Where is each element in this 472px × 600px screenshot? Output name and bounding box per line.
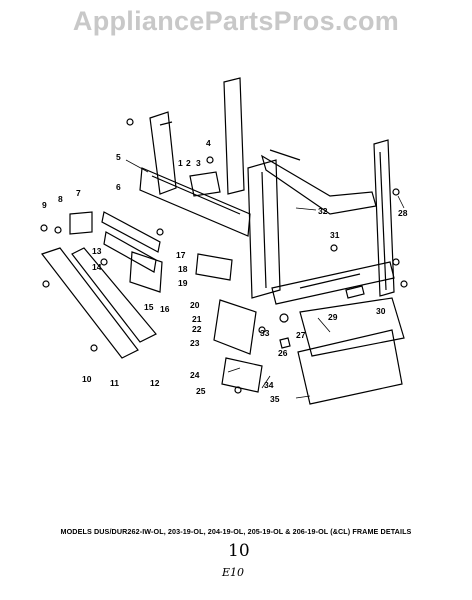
callout: 30 (376, 306, 386, 316)
callout: 34 (264, 380, 274, 390)
part-clip-26 (279, 337, 291, 349)
part-panel-34 (299, 297, 405, 357)
callout: 20 (190, 300, 200, 310)
callout: 6 (116, 182, 121, 192)
callout: 12 (150, 378, 160, 388)
part-bracket-18 (195, 253, 233, 281)
part-channel-6 (101, 211, 161, 253)
page-number: 10 (228, 541, 250, 561)
callout: 35 (270, 394, 280, 404)
callout: 4 (206, 138, 211, 148)
callout: 24 (190, 370, 200, 380)
part-screw-left (42, 280, 50, 288)
callout: 23 (190, 338, 200, 348)
callout: 25 (196, 386, 206, 396)
callout: 10 (82, 374, 92, 384)
callout: 31 (330, 230, 340, 240)
part-screw-9 (40, 224, 48, 232)
callout: 32 (318, 206, 328, 216)
part-screw-28a (392, 188, 400, 196)
part-screw-25 (234, 386, 242, 394)
part-screw-10 (90, 344, 98, 352)
callout: 26 (278, 348, 288, 358)
part-rear-post (223, 77, 245, 195)
part-hinge-assembly-20 (213, 299, 257, 355)
callout: 33 (260, 328, 270, 338)
part-side-rail-11 (41, 247, 139, 359)
callout: 8 (58, 194, 63, 204)
part-screw-top (126, 118, 134, 126)
callout: 7 (76, 188, 81, 198)
part-bracket-2 (189, 171, 221, 197)
part-bottom-rail-29 (271, 261, 395, 305)
callout: 5 (116, 152, 121, 162)
callout: 21 (192, 314, 202, 324)
callout: 3 (196, 158, 201, 168)
part-screw-28b (400, 280, 408, 288)
part-right-post-30 (373, 139, 395, 297)
callout: 9 (42, 200, 47, 210)
part-hinge-16 (129, 251, 163, 293)
callout: 19 (178, 278, 188, 288)
part-bracket-24 (221, 357, 263, 393)
watermark: AppliancePartsPros.com (72, 6, 400, 36)
frame-exploded-diagram: 5 1 2 3 4 6 7 8 9 10 11 12 13 14 15 16 1… (40, 77, 408, 405)
part-screw-31 (330, 244, 338, 252)
callout: 28 (398, 208, 408, 218)
callout: 18 (178, 264, 188, 274)
callout: 11 (110, 378, 119, 388)
callout: 29 (328, 312, 338, 322)
part-post-5 (149, 111, 177, 195)
callout: 2 (186, 158, 191, 168)
callout: 13 (92, 246, 102, 256)
part-screw-14 (100, 258, 108, 266)
part-screw-33 (258, 326, 266, 334)
part-screw-21 (392, 258, 400, 266)
part-side-rail-12 (71, 247, 157, 343)
figure-caption: MODELS DUS/DUR262-IW-OL, 203-19-OL, 204-… (60, 527, 412, 536)
part-screw-8 (54, 226, 62, 234)
part-panel-35 (297, 329, 403, 405)
part-washer-27 (279, 313, 289, 323)
callout: 27 (296, 330, 306, 340)
callout: 16 (160, 304, 170, 314)
page-code: E10 (222, 566, 245, 579)
callout: 14 (92, 262, 102, 272)
callout: 15 (144, 302, 154, 312)
callout: 1 (178, 158, 183, 168)
part-screw-4 (206, 156, 214, 164)
callout: 22 (192, 324, 202, 334)
part-crossbar (139, 167, 251, 237)
part-latch-7 (69, 211, 93, 235)
part-bracket-13 (103, 231, 157, 273)
callout: 17 (176, 250, 186, 260)
part-center-column (247, 159, 281, 299)
part-clip-29b (345, 285, 365, 299)
part-screw-6b (156, 228, 164, 236)
